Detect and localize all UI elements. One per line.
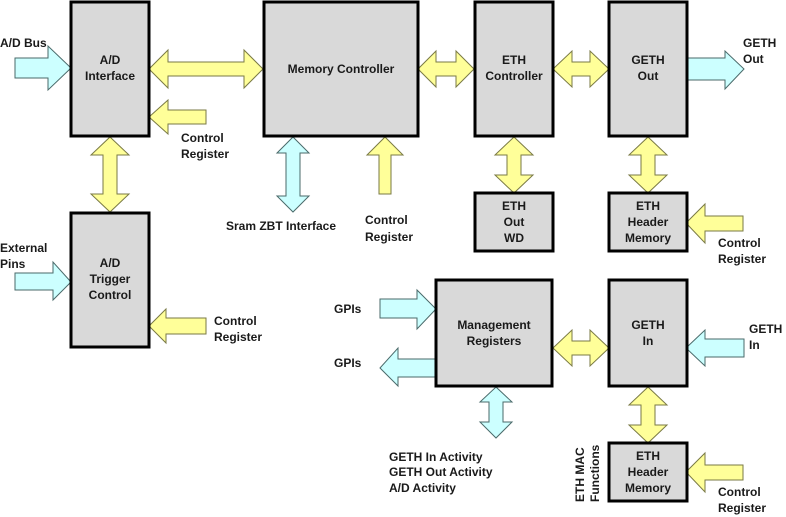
geth-in-ext-label-2: In (749, 338, 760, 352)
geth-in-ext-label-1: GETH (749, 322, 782, 336)
header-in-label-3: Memory (625, 481, 671, 495)
memory-eth-controller-arrow (417, 49, 475, 89)
header-in-label-1: ETH (636, 449, 660, 463)
ad-interface-ctrl-label-1: Control (181, 131, 224, 145)
geth-out-label-2: Out (638, 69, 659, 83)
sram-label: Sram ZBT Interface (226, 219, 336, 233)
eth-mac-label-1: ETH MAC (573, 447, 587, 502)
ad-trigger-label-1: A/D (100, 256, 121, 270)
header-in-control-arrow (685, 451, 744, 494)
eth-controller-label-2: Controller (485, 69, 543, 83)
gpis-in-label: GPIs (334, 302, 362, 316)
activity-label-3: A/D Activity (389, 481, 456, 495)
eth-out-wd-block (473, 191, 555, 253)
gpis-out-arrow (379, 346, 437, 388)
header-out-label-3: Memory (625, 231, 671, 245)
activity-label-2: GETH Out Activity (389, 465, 493, 479)
ad-interface-memory-arrow (148, 48, 264, 90)
eth-mac-label-2: Functions (588, 444, 602, 502)
activity-arrow (478, 386, 514, 439)
management-label-1: Management (457, 318, 530, 332)
memory-controller-label: Memory Controller (288, 62, 395, 76)
ad-interface-block (69, 0, 151, 138)
management-registers-block (434, 278, 554, 388)
eth-header-memory-in-block (607, 441, 689, 503)
ad-bus-arrow (14, 44, 72, 92)
ad-trigger-label-3: Control (89, 288, 132, 302)
geth-in-header-arrow (627, 386, 669, 444)
ad-trigger-label-2: Trigger (90, 272, 131, 286)
activity-label-1: GETH In Activity (389, 450, 483, 464)
management-geth-in-arrow (552, 328, 610, 368)
eth-header-memory-out-block (607, 191, 689, 253)
geth-out-block (607, 0, 689, 138)
header-out-label-1: ETH (636, 199, 660, 213)
geth-out-label-1: GETH (631, 53, 664, 67)
eth-controller-geth-out-arrow (552, 49, 610, 89)
geth-in-block (607, 278, 689, 388)
geth-in-label-1: GETH (631, 318, 664, 332)
gpis-out-label: GPIs (334, 356, 362, 370)
ad-interface-trigger-arrow (89, 136, 131, 213)
header-out-ctrl-label-2: Register (718, 252, 766, 266)
ad-trigger-ctrl-label-2: Register (214, 330, 262, 344)
ad-trigger-control-arrow (148, 307, 207, 345)
mem-ctrl-reg-label-2: Register (365, 230, 413, 244)
header-out-ctrl-label-1: Control (718, 236, 761, 250)
management-label-2: Registers (467, 334, 522, 348)
ad-bus-label: A/D Bus (0, 36, 47, 50)
ad-interface-label-1: A/D (100, 53, 121, 67)
header-out-control-arrow (685, 202, 744, 245)
eth-controller-wd-arrow (493, 136, 535, 194)
external-pins-arrow (14, 260, 72, 302)
geth-out-ext-label-1: GETH (743, 36, 776, 50)
geth-in-label-2: In (643, 334, 654, 348)
eth-out-wd-label-1: ETH (502, 199, 526, 213)
header-out-label-2: Header (628, 215, 669, 229)
eth-out-wd-label-3: WD (504, 231, 524, 245)
geth-out-arrow (686, 49, 745, 91)
header-in-label-2: Header (628, 465, 669, 479)
sram-interface-arrow (275, 136, 311, 213)
eth-controller-label-1: ETH (502, 53, 526, 67)
geth-out-ext-label-2: Out (743, 52, 764, 66)
header-in-ctrl-label-1: Control (718, 485, 761, 499)
ad-interface-label-2: Interface (85, 69, 135, 83)
ad-interface-ctrl-label-2: Register (181, 147, 229, 161)
external-pins-label-1: External (0, 241, 47, 255)
header-in-ctrl-label-2: Register (718, 501, 766, 515)
eth-out-wd-label-2: Out (504, 215, 525, 229)
gpis-in-arrow (379, 288, 437, 331)
eth-controller-block (473, 0, 555, 138)
mem-ctrl-reg-label-1: Control (365, 213, 408, 227)
ad-trigger-block (69, 211, 151, 349)
geth-out-header-arrow (627, 136, 669, 194)
external-pins-label-2: Pins (0, 257, 26, 271)
ad-trigger-ctrl-label-1: Control (214, 314, 257, 328)
geth-in-arrow (685, 328, 745, 368)
memory-controller-block (262, 0, 420, 138)
ad-interface-control-arrow (148, 98, 207, 136)
memory-control-arrow (365, 136, 405, 195)
